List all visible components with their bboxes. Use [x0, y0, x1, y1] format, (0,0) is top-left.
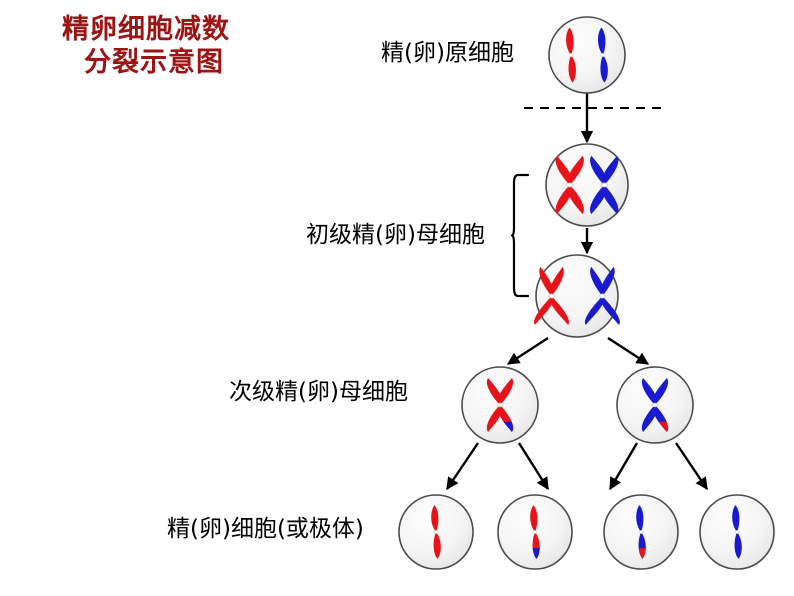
cell-membrane	[535, 254, 619, 338]
centromere	[600, 53, 606, 57]
chromosome-1-red	[431, 505, 441, 559]
chromatid-tip	[636, 548, 646, 559]
chromosome-2-blue	[590, 155, 619, 215]
chromosome-upper-arms	[590, 266, 615, 296]
chromosome-1-red	[530, 505, 540, 559]
arrow-secondary-right-to-gamete-3	[608, 442, 639, 491]
arrow-crossover-to-secondary-left	[506, 336, 549, 366]
arrow-crossover-to-secondary-right	[607, 336, 650, 366]
chromosome-upper-arms	[539, 266, 564, 296]
chromosome-lower-arms	[584, 296, 620, 326]
cell-membrane	[545, 143, 629, 227]
label-secondary-mother-cell: 次级精(卵)母细胞	[229, 379, 408, 405]
cell-gametes-4	[699, 494, 775, 570]
cell-membrane	[548, 16, 626, 94]
centromere	[496, 402, 504, 408]
chromosome-2-blue	[598, 27, 608, 83]
arrow-secondary-left-to-gamete-1	[446, 442, 479, 491]
cell-primary-mother-cell-before-1	[545, 143, 629, 227]
chromosome-1-blue	[732, 505, 742, 559]
chromosome-lower-arms	[534, 296, 570, 326]
chromosome-1-red	[566, 27, 576, 83]
page-title: 精卵细胞减数 分裂示意图	[16, 14, 276, 80]
brace-primary-mother-cell	[510, 173, 530, 298]
connector-layer	[446, 93, 708, 491]
centromere	[600, 182, 608, 188]
title-line-1: 精卵细胞减数	[62, 14, 230, 45]
cell-gametes-2	[497, 494, 573, 570]
arrow-secondary-right-to-gamete-4	[675, 442, 708, 491]
centromere	[548, 293, 555, 299]
cell-gametes-1	[398, 494, 474, 570]
chromosome-2-blue	[584, 266, 620, 326]
centromere	[638, 530, 644, 534]
label-primary-mother-cell: 初级精(卵)母细胞	[306, 222, 485, 248]
chromosome-1-red	[534, 266, 570, 326]
cell-spermatogonium-1	[548, 16, 626, 94]
centromere	[532, 530, 538, 534]
centromere	[568, 53, 574, 57]
centromere	[599, 293, 606, 299]
centromere	[734, 530, 740, 534]
arrow-secondary-left-to-gamete-2	[517, 442, 550, 491]
centromere	[651, 402, 659, 408]
cell-gametes-3	[603, 494, 679, 570]
cell-secondary-mother-cells-1	[461, 366, 539, 444]
centromere	[433, 530, 439, 534]
cell-layer	[398, 16, 775, 570]
label-gamete: 精(卵)细胞(或极体)	[167, 516, 364, 542]
centromere	[566, 182, 574, 188]
chromosome-1-blue	[636, 505, 646, 559]
cell-primary-mother-cell-crossover-1	[534, 254, 620, 338]
title-line-2: 分裂示意图	[84, 46, 224, 78]
cell-secondary-mother-cells-2	[616, 366, 694, 444]
label-spermatogonium: 精(卵)原细胞	[381, 40, 514, 66]
brace-layer	[510, 173, 530, 298]
chromosome-1-red	[555, 155, 584, 215]
chromatid-tip	[530, 548, 540, 559]
